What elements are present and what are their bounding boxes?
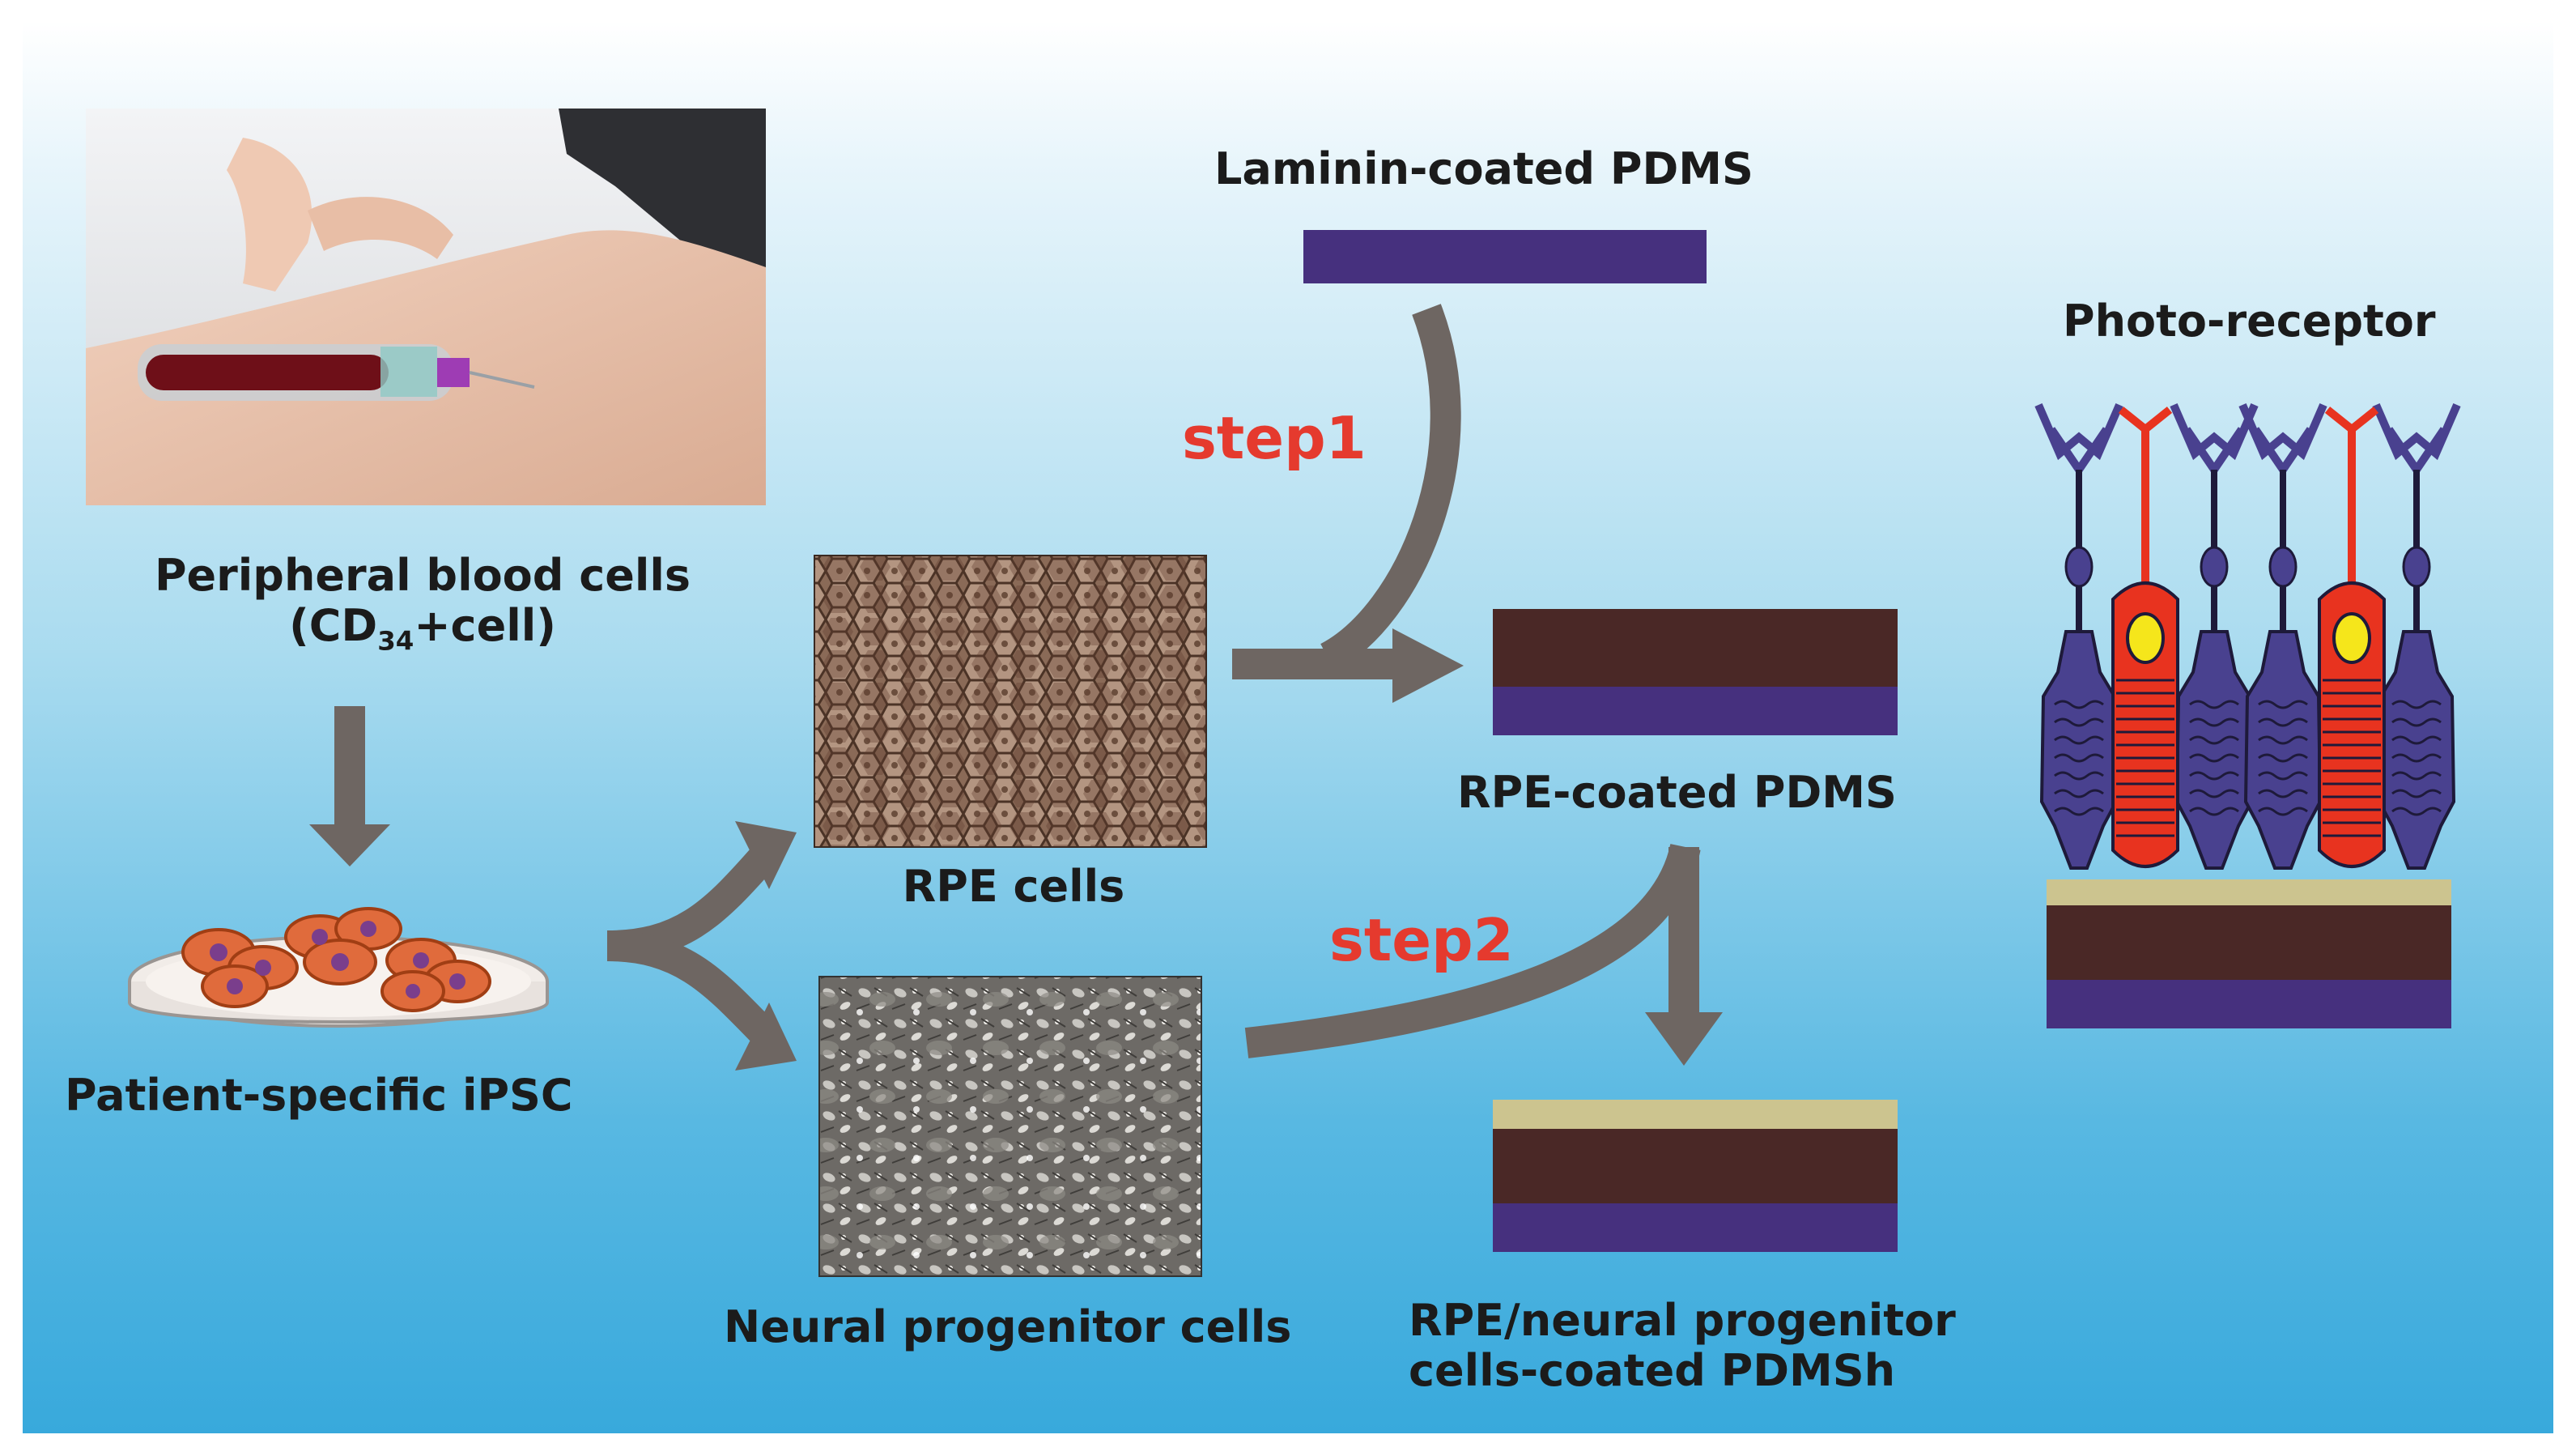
label-peripheral-blood-cells: Peripheral blood cells (CD34+cell) (154, 550, 691, 653)
rod-body-2 (2243, 630, 2323, 870)
arrow-ipsc-to-neural (606, 930, 772, 1041)
cone-nucleus-1 (2332, 612, 2371, 664)
rod-disc-0 (2054, 735, 2104, 745)
rod-dendrite-0 (2034, 403, 2123, 477)
rod-disc-1 (2189, 771, 2239, 781)
rod-disc-0 (2054, 717, 2104, 727)
rod-disc-2 (2258, 700, 2308, 709)
label-step2: step2 (1329, 906, 1514, 974)
rod-body-3 (2377, 630, 2456, 870)
rod-disc-1 (2189, 700, 2239, 709)
rod-disc-0 (2054, 700, 2104, 709)
rod-disc-0 (2054, 807, 2104, 816)
label-neural-progenitor-cells: Neural progenitor cells (724, 1301, 1292, 1352)
rod-disc-0 (2054, 753, 2104, 763)
label-combined-line1: RPE/neural progenitor (1409, 1295, 1956, 1346)
rod-dendrite-3 (2372, 403, 2461, 477)
rod-disc-2 (2258, 789, 2308, 798)
rod-disc-2 (2258, 753, 2308, 763)
rod-synapse-3 (2402, 546, 2431, 588)
micrograph-neural-progenitor-cells (818, 976, 1202, 1277)
rod-body-1 (2174, 630, 2254, 870)
rod-disc-3 (2391, 735, 2442, 745)
rod-disc-3 (2391, 807, 2442, 816)
arrow-step2-neural (1244, 843, 1701, 1058)
label-blood-line2-sub: 34 (377, 625, 414, 657)
rod-body-0 (2039, 630, 2119, 870)
label-combined-pdms: RPE/neural progenitor cells-coated PDMSh (1409, 1295, 1956, 1397)
rpe-coated-pdms-stack (1493, 609, 1898, 735)
rod-disc-2 (2258, 717, 2308, 727)
rod-disc-3 (2391, 771, 2442, 781)
rod-disc-1 (2189, 807, 2239, 816)
label-combined-line2: cells-coated PDMSh (1409, 1345, 1896, 1397)
cone-nucleus-0 (2126, 612, 2165, 664)
laminin-pdms-bar (1303, 230, 1707, 283)
arrowhead-neural (735, 1003, 797, 1071)
label-laminin-coated-pdms: Laminin-coated PDMS (1214, 143, 1753, 194)
arrowhead-combined (1645, 1012, 1723, 1066)
arrow-step1-laminin (1320, 304, 1461, 671)
rod-disc-2 (2258, 771, 2308, 781)
arrowhead-rpe-pdms (1392, 628, 1464, 703)
micrograph-rpe-cells (814, 555, 1207, 848)
photoreceptor-cells (2034, 403, 2461, 870)
rod-disc-2 (2258, 807, 2308, 816)
photo-blood-draw (86, 109, 766, 505)
rod-disc-1 (2189, 735, 2239, 745)
cone-body-1 (2318, 581, 2386, 868)
rod-disc-2 (2258, 735, 2308, 745)
rod-disc-3 (2391, 700, 2442, 709)
arrowhead-rpe (735, 821, 797, 889)
rod-disc-0 (2054, 789, 2104, 798)
petri-dish-ipsc (128, 907, 549, 1028)
arrowhead-ipsc (309, 824, 390, 866)
cone-dendrite-1 (2324, 407, 2379, 435)
cone-body-0 (2111, 581, 2179, 868)
rod-disc-3 (2391, 789, 2442, 798)
label-blood-line2-post: +cell) (414, 600, 556, 652)
rod-disc-1 (2189, 753, 2239, 763)
label-blood-line1: Peripheral blood cells (154, 550, 691, 601)
label-photoreceptor: Photo-receptor (2063, 296, 2436, 347)
label-step1: step1 (1182, 404, 1367, 472)
photoreceptor-illustration (2047, 879, 2451, 1028)
rod-disc-3 (2391, 753, 2442, 763)
label-rpe-cells: RPE cells (902, 861, 1125, 912)
rod-synapse-1 (2200, 546, 2229, 588)
rod-disc-1 (2189, 789, 2239, 798)
rod-synapse-2 (2268, 546, 2298, 588)
rod-disc-3 (2391, 717, 2442, 727)
rod-synapse-0 (2064, 546, 2094, 588)
cone-dendrite-0 (2118, 407, 2173, 435)
rod-disc-0 (2054, 771, 2104, 781)
combined-pdms-stack (1493, 1100, 1898, 1252)
label-patient-specific-ipsc: Patient-specific iPSC (65, 1070, 573, 1121)
label-blood-line2-pre: (CD (289, 600, 378, 652)
label-rpe-coated-pdms: RPE-coated PDMS (1457, 767, 1897, 818)
rod-disc-1 (2189, 717, 2239, 727)
